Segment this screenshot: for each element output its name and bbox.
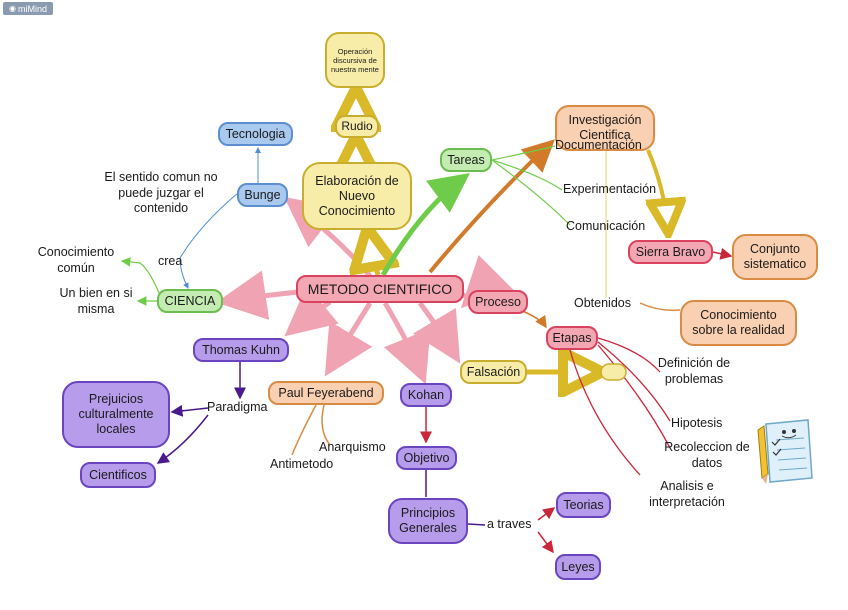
node-kohan-label: Kohan (407, 387, 445, 402)
label-paradigma: Paradigma (207, 400, 268, 414)
node-rudio-label: Rudio (341, 119, 373, 134)
node-objetivo[interactable]: Objetivo (396, 446, 457, 470)
node-cientificos[interactable]: Cientificos (80, 462, 156, 488)
label-hipotesis: Hipotesis (671, 416, 723, 430)
label-recoleccion: Recoleccion de datos (664, 440, 750, 470)
node-elaboracion[interactable]: Elaboración de Nuevo Conocimiento (302, 162, 412, 230)
node-proceso[interactable]: Proceso (468, 290, 528, 314)
node-feyerabend[interactable]: Paul Feyerabend (268, 381, 384, 405)
app-badge-label: miMind (17, 3, 47, 14)
node-thomas-kuhn[interactable]: Thomas Kuhn (193, 338, 289, 362)
node-central[interactable]: METODO CIENTIFICO (296, 275, 464, 303)
node-feyerabend-label: Paul Feyerabend (278, 385, 374, 400)
mind-icon: ◉ (9, 4, 16, 13)
label-anarquismo: Anarquismo (319, 440, 386, 454)
node-conocimiento-realidad-label: Conocimiento sobre la realidad (692, 308, 785, 337)
node-ciencia-label: CIENCIA (164, 293, 216, 308)
node-principios-label: Principios Generales (399, 506, 457, 535)
label-comunicacion: Comunicación (566, 219, 646, 233)
node-investigacion[interactable]: Investigación Cientifica (555, 105, 655, 151)
node-kohan[interactable]: Kohan (400, 383, 452, 407)
node-investigacion-label: Investigación Cientifica (568, 113, 642, 142)
node-proceso-label: Proceso (475, 294, 521, 309)
node-rudio[interactable]: Rudio (335, 115, 379, 138)
node-teorias[interactable]: Teorias (556, 492, 611, 518)
label-analisis: Analisis e interpretación (649, 479, 725, 509)
checklist-clipart-icon (757, 419, 813, 484)
node-etapas[interactable]: Etapas (546, 326, 598, 350)
node-leyes-label: Leyes (561, 559, 595, 574)
node-sierra-bravo-label: Sierra Bravo (635, 244, 706, 259)
node-etapas-label: Etapas (552, 330, 592, 345)
node-conocimiento-realidad[interactable]: Conocimiento sobre la realidad (680, 300, 797, 346)
node-tecnologia-label: Tecnologia (225, 126, 286, 141)
node-bunge-label: Bunge (244, 187, 281, 202)
node-falsacion-label: Falsación (466, 364, 521, 379)
label-crea: crea (158, 254, 183, 268)
node-operacion[interactable]: Operación discursiva de nuestra mente (325, 32, 385, 88)
node-cientificos-label: Cientificos (89, 467, 147, 482)
node-tecnologia[interactable]: Tecnologia (218, 122, 293, 146)
label-definicion: Definición de problemas (657, 356, 731, 386)
node-leyes[interactable]: Leyes (555, 554, 601, 580)
node-bunge[interactable]: Bunge (237, 183, 288, 207)
node-prejuicios-label: Prejuicios culturalmente locales (78, 392, 154, 436)
node-principios[interactable]: Principios Generales (388, 498, 468, 544)
node-operacion-label: Operación discursiva de nuestra mente (331, 46, 379, 74)
node-prejuicios[interactable]: Prejuicios culturalmente locales (62, 381, 170, 448)
node-objetivo-label: Objetivo (403, 450, 450, 465)
label-sentido-comun: El sentido comun no puede juzgar el cont… (104, 170, 218, 216)
node-falsacion[interactable]: Falsación (460, 360, 527, 384)
app-badge: ◉ miMind (3, 2, 53, 15)
label-antimetodo: Antimetodo (270, 457, 334, 471)
node-conjunto-label: Conjunto sistematico (743, 242, 807, 271)
node-tareas[interactable]: Tareas (440, 148, 492, 172)
node-ciencia[interactable]: CIENCIA (157, 289, 223, 313)
label-conocimiento-comun: Conocimiento común (37, 245, 115, 275)
label-bien-en-si: Un bien en si misma (59, 286, 133, 316)
node-tareas-label: Tareas (447, 152, 485, 167)
node-central-label: METODO CIENTIFICO (307, 280, 453, 297)
node-elaboracion-label: Elaboración de Nuevo Conocimiento (315, 173, 399, 218)
node-thomas-kuhn-label: Thomas Kuhn (202, 342, 280, 357)
label-a-traves: a traves (487, 517, 532, 531)
label-obtenidos: Obtenidos (574, 296, 631, 310)
label-experimentacion: Experimentación (563, 182, 657, 196)
node-teorias-label: Teorias (563, 497, 604, 512)
node-sierra-bravo[interactable]: Sierra Bravo (628, 240, 713, 264)
label-documentacion: Documentación (555, 138, 642, 152)
node-conjunto[interactable]: Conjunto sistematico (732, 234, 818, 280)
